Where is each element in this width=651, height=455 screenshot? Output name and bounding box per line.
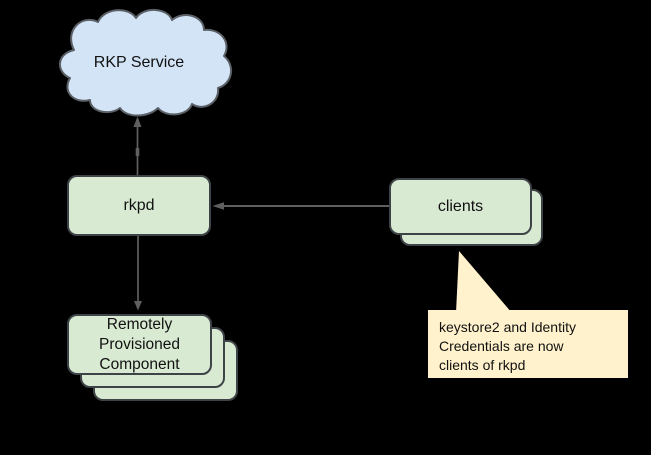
rpc-label-line2: Provisioned xyxy=(99,335,180,353)
node-rkp-service: RKP Service xyxy=(44,6,234,119)
arrow-up-icon xyxy=(133,116,142,127)
rpc-label-line3: Component xyxy=(99,355,180,373)
cloud-icon xyxy=(59,9,233,117)
node-rkpd: rkpd xyxy=(67,175,211,236)
arrow-left-icon xyxy=(212,202,224,210)
node-rpc: Remotely Provisioned Component xyxy=(67,314,212,375)
arrow-down-icon xyxy=(134,301,142,311)
callout-tail-icon xyxy=(456,251,512,313)
rpc-label-line1: Remotely xyxy=(106,315,173,333)
rkpd-label: rkpd xyxy=(123,196,155,214)
rkp-service-label: RKP Service xyxy=(93,53,185,71)
callout-note: keystore2 and Identity Credentials are n… xyxy=(428,310,628,378)
node-clients: clients xyxy=(389,178,532,235)
clients-label: clients xyxy=(437,197,484,215)
callout-line2: Credentials are now xyxy=(439,338,564,354)
callout-line3: clients of rkpd xyxy=(439,357,526,373)
connector-midpoint-marker xyxy=(135,148,140,156)
callout-line1: keystore2 and Identity xyxy=(439,319,576,335)
